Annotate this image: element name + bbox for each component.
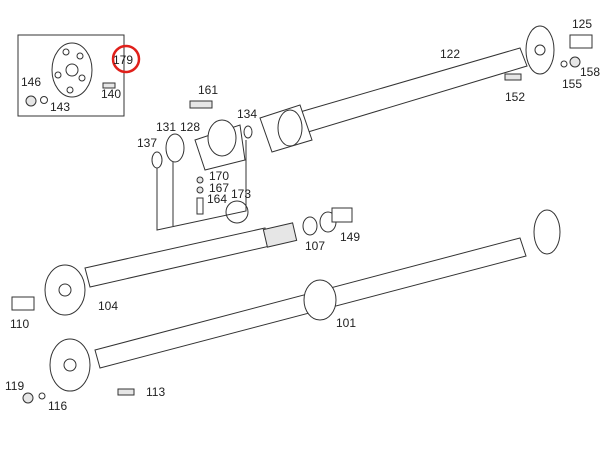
label-119[interactable]: 119 bbox=[5, 379, 24, 393]
label-149[interactable]: 149 bbox=[340, 230, 360, 244]
label-131[interactable]: 131 bbox=[156, 120, 176, 134]
center-bearing-assembly bbox=[151, 100, 253, 231]
universal-joint-icon bbox=[303, 279, 337, 321]
label-122[interactable]: 122 bbox=[440, 47, 460, 61]
label-152[interactable]: 152 bbox=[505, 90, 525, 104]
label-113[interactable]: 113 bbox=[146, 385, 165, 399]
label-110[interactable]: 110 bbox=[10, 317, 29, 331]
rear-shaft-122 bbox=[259, 25, 593, 153]
clip-icon bbox=[189, 100, 213, 109]
label-107[interactable]: 107 bbox=[305, 239, 325, 253]
label-170[interactable]: 170 bbox=[209, 169, 229, 183]
nut-icon bbox=[25, 95, 37, 107]
label-101[interactable]: 101 bbox=[336, 316, 356, 330]
label-155[interactable]: 155 bbox=[562, 77, 582, 91]
flex-disc-inset: 179 146 140 143 bbox=[17, 34, 141, 117]
label-167[interactable]: 167 bbox=[209, 181, 229, 195]
highlight-circle bbox=[111, 44, 141, 74]
label-128[interactable]: 128 bbox=[180, 120, 200, 134]
long-shaft-101 bbox=[22, 209, 561, 404]
label-146[interactable]: 146 bbox=[21, 75, 41, 89]
label-104[interactable]: 104 bbox=[98, 299, 118, 313]
label-173[interactable]: 173 bbox=[231, 187, 251, 201]
washer-icon bbox=[40, 96, 48, 104]
label-116[interactable]: 116 bbox=[48, 399, 67, 413]
part-labels: 122 125 158 155 152 161 134 131 128 137 … bbox=[5, 17, 600, 413]
label-164[interactable]: 164 bbox=[207, 192, 227, 206]
bearing-icon bbox=[165, 133, 185, 163]
label-137[interactable]: 137 bbox=[137, 136, 157, 150]
bolt-icon bbox=[117, 388, 135, 396]
sleeve-icon bbox=[569, 34, 593, 49]
sleeve-icon bbox=[11, 296, 35, 311]
label-140[interactable]: 140 bbox=[101, 87, 121, 101]
front-shaft bbox=[11, 207, 353, 316]
label-143[interactable]: 143 bbox=[50, 100, 70, 114]
label-158[interactable]: 158 bbox=[580, 65, 600, 79]
label-125[interactable]: 125 bbox=[572, 17, 592, 31]
label-161[interactable]: 161 bbox=[198, 83, 218, 97]
label-179[interactable]: 179 bbox=[113, 53, 133, 67]
bolt-icon bbox=[102, 82, 116, 89]
wrench-icon bbox=[225, 200, 249, 224]
label-134[interactable]: 134 bbox=[237, 107, 257, 121]
bolt-icon bbox=[504, 73, 522, 81]
